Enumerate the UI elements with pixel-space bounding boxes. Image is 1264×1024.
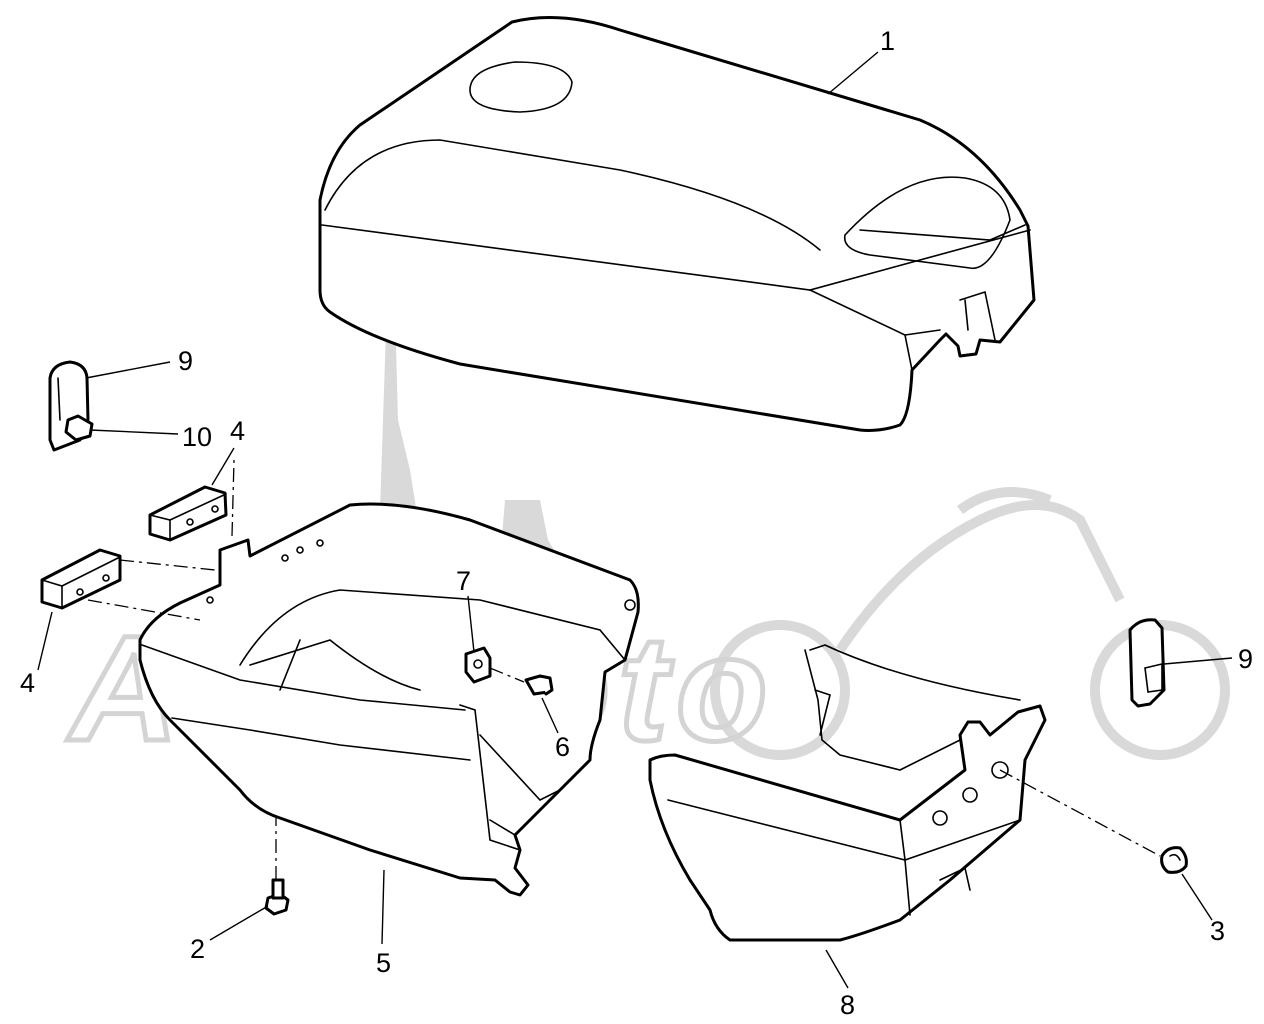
clip-fastener-part <box>64 414 94 442</box>
grommet-part <box>1160 846 1188 874</box>
bolt-part <box>264 878 290 916</box>
callout-9-right: 9 <box>1238 644 1253 674</box>
left-side-cover-part <box>138 502 640 897</box>
callout-5: 5 <box>376 948 391 978</box>
callout-7: 7 <box>456 566 471 596</box>
callout-10: 10 <box>182 422 212 452</box>
callout-8: 8 <box>840 990 855 1020</box>
leader-lines <box>37 51 1233 989</box>
clip-nut-part <box>464 646 492 684</box>
callout-9-left: 9 <box>178 346 193 376</box>
assembly-lines <box>87 459 1161 880</box>
callout-6: 6 <box>555 732 570 762</box>
rubber-block-upper-part <box>148 485 228 542</box>
callout-labels: 1 9 10 4 4 7 6 9 2 5 8 3 <box>20 26 1253 1020</box>
right-side-cover-part <box>648 644 1047 942</box>
callout-2: 2 <box>190 934 205 964</box>
rubber-block-lower-part <box>40 548 122 610</box>
screw-part <box>524 674 554 696</box>
callout-3: 3 <box>1210 916 1225 946</box>
right-clip-part <box>1128 618 1166 708</box>
callout-4-upper: 4 <box>230 416 245 446</box>
top-cover-part <box>318 16 1036 432</box>
callout-1: 1 <box>880 26 895 56</box>
callout-4-lower: 4 <box>20 668 35 698</box>
